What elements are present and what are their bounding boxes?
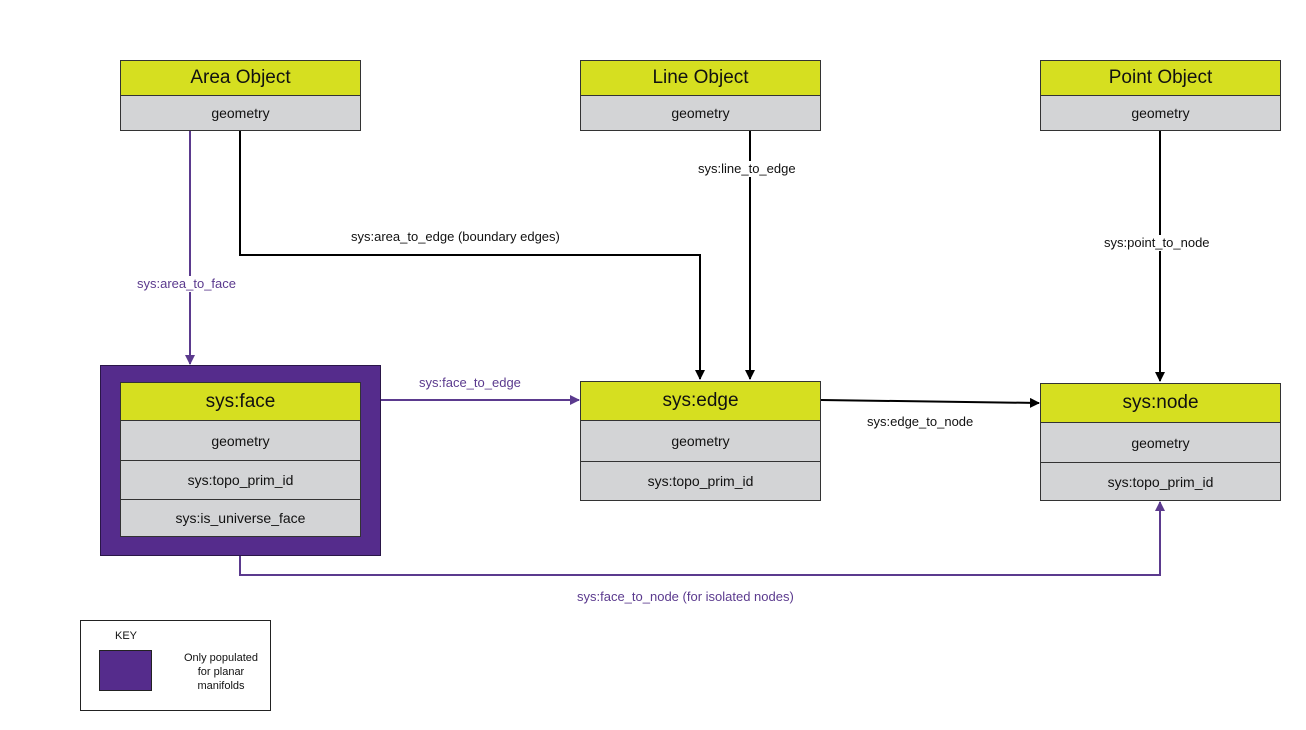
- entity-sys-node[interactable]: sys:node geometry sys:topo_prim_id: [1040, 383, 1281, 501]
- connector-face-to-node: [239, 501, 1165, 576]
- entity-sys-face[interactable]: sys:face geometry sys:topo_prim_id sys:i…: [120, 382, 361, 537]
- entity-field-is-universe-face: sys:is_universe_face: [120, 499, 361, 537]
- entity-field-topo-prim-id: sys:topo_prim_id: [120, 460, 361, 500]
- entity-field-topo-prim-id: sys:topo_prim_id: [1040, 462, 1281, 501]
- entity-point-object[interactable]: Point Object geometry: [1040, 60, 1281, 131]
- legend-title: KEY: [115, 630, 138, 642]
- label-line-to-edge: sys:line_to_edge: [697, 161, 797, 177]
- entity-field-geometry: geometry: [580, 95, 821, 131]
- entity-field-topo-prim-id: sys:topo_prim_id: [580, 461, 821, 501]
- entity-area-object[interactable]: Area Object geometry: [120, 60, 361, 131]
- entity-title: sys:node: [1040, 383, 1281, 423]
- label-point-to-node: sys:point_to_node: [1103, 235, 1211, 251]
- label-area-to-edge: sys:area_to_edge (boundary edges): [351, 229, 560, 244]
- entity-line-object[interactable]: Line Object geometry: [580, 60, 821, 131]
- label-face-to-edge: sys:face_to_edge: [419, 375, 521, 390]
- entity-title: Area Object: [120, 60, 361, 96]
- connector-area-to-edge: [239, 130, 705, 380]
- entity-title: sys:face: [120, 382, 361, 421]
- entity-field-geometry: geometry: [120, 420, 361, 461]
- label-face-to-node: sys:face_to_node (for isolated nodes): [577, 589, 794, 604]
- entity-title: sys:edge: [580, 381, 821, 421]
- label-area-to-face: sys:area_to_face: [136, 276, 238, 292]
- entity-sys-edge[interactable]: sys:edge geometry sys:topo_prim_id: [580, 381, 821, 501]
- legend-swatch-planar: [99, 650, 152, 691]
- entity-field-geometry: geometry: [1040, 95, 1281, 131]
- legend-description: Only populated for planar manifolds: [184, 652, 258, 692]
- label-edge-to-node: sys:edge_to_node: [867, 414, 974, 429]
- entity-title: Point Object: [1040, 60, 1281, 96]
- legend-key: KEY Only populated for planar manifolds: [80, 620, 271, 711]
- entity-field-geometry: geometry: [1040, 422, 1281, 463]
- connector-edge-to-node: [820, 397, 1040, 408]
- entity-field-geometry: geometry: [120, 95, 361, 131]
- entity-field-geometry: geometry: [580, 420, 821, 462]
- entity-title: Line Object: [580, 60, 821, 96]
